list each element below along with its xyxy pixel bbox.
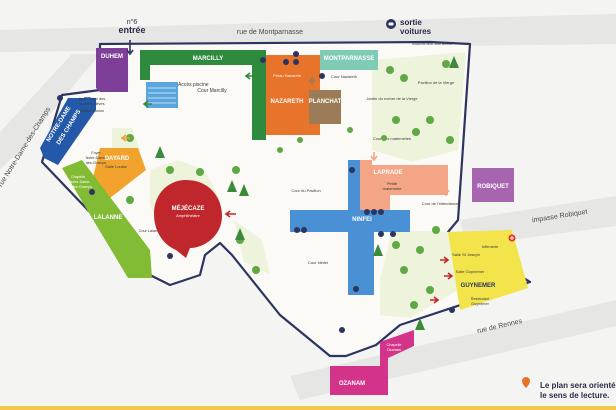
label-cour-pavillon: Cour du Pavillon — [291, 188, 320, 193]
building-planchat-label: PLANCHAT — [309, 99, 342, 105]
label-salle-st-joseph: Salle St Joseph — [452, 252, 480, 257]
label-cour-marcilly: Cour Marcilly — [197, 88, 227, 94]
label-foyer-2: Notre-Dame- — [86, 156, 108, 160]
label-chapelle-1: Chapelle — [71, 175, 85, 179]
label-chapelle-ozanam-1: Chapelle — [387, 343, 402, 347]
building-duhem[interactable] — [96, 48, 128, 92]
orientation-note-line1: Le plan sera orienté s — [540, 381, 616, 390]
label-pavillon-vierge: Pavillon de la Vierge — [418, 80, 455, 85]
label-preau-nazareth: Préau Nazareth — [273, 73, 301, 78]
label-salles-reunion: Salles réunion — [80, 109, 104, 113]
label-foyer-3: des-Champs — [86, 161, 107, 165]
exit-car-icon-body — [388, 22, 394, 26]
building-lalanne-label: LALANNE — [94, 215, 123, 221]
street-label-montparnasse: rue de Montparnasse — [237, 29, 303, 36]
building-notre-dame-des-champs[interactable] — [40, 98, 96, 165]
building-marcilly-label: MARCILLY — [193, 56, 223, 62]
building-marcilly-wing-west — [140, 50, 150, 80]
building-planchat[interactable] — [309, 90, 341, 124]
building-mejecaze-label: MÉJÉCAZE — [172, 204, 205, 212]
building-ninfei-label: NINFEI — [352, 217, 372, 223]
entrance-label[interactable]: entrée — [118, 25, 145, 35]
conifer-trees — [155, 56, 459, 330]
label-cour-lalanne: Cour Lalanne — [139, 229, 162, 233]
building-duhem-label: DUHEM — [101, 54, 123, 60]
label-cour-intendance: Cour de l'intendance — [422, 201, 459, 206]
infirmary-cross — [510, 236, 514, 240]
label-cour-nazareth: Cour Nazareth — [331, 74, 357, 79]
label-jardin-rocher: Jardin du rocher de la Vierge — [366, 96, 418, 101]
building-dayard[interactable] — [92, 148, 146, 198]
location-pin-icon — [522, 377, 530, 388]
exit-label-2[interactable]: voitures — [400, 27, 432, 36]
trees — [126, 60, 454, 309]
label-salle-louise: Salle Louise — [105, 164, 128, 169]
building-laprade[interactable] — [348, 160, 448, 215]
label-chapelle-3: des-Champs — [72, 185, 93, 189]
building-mejecaze[interactable] — [154, 180, 222, 258]
building-lalanne[interactable] — [62, 160, 152, 278]
label-mouvement: Mouvement aux ainés — [412, 41, 451, 46]
label-salle-guynemer: Salle Guynemer — [456, 269, 485, 274]
building-robiquet[interactable] — [472, 168, 514, 202]
label-restaurant-2: Guynemer — [471, 302, 489, 306]
building-marcilly-wing-east — [252, 50, 266, 140]
pool-waves — [148, 87, 176, 104]
building-guynemer[interactable] — [448, 230, 528, 310]
building-montparnasse-label: MONTPARNASSE — [324, 56, 375, 62]
info-icons — [57, 51, 455, 333]
label-chapelle-2: Notre-Dame- — [70, 180, 92, 184]
building-ozanam-label: OZANAM — [339, 381, 365, 387]
building-laprade-label: LAPRADE — [373, 170, 402, 176]
label-amphitheatre: Amphithéâtre — [176, 213, 201, 218]
label-association-2: anciens élèves — [79, 102, 104, 106]
exit-label-1[interactable]: sortie — [400, 18, 422, 27]
label-infirmerie: Infirmerie — [482, 244, 499, 249]
building-marcilly[interactable] — [140, 50, 266, 65]
entrance-number: n°6 — [127, 18, 138, 26]
building-dayard-label: DAYARD — [105, 156, 130, 162]
street-notre-dame-des-champs — [0, 54, 100, 170]
building-guynemer-label: GUYNEMER — [461, 283, 496, 289]
direction-arrows — [81, 40, 454, 304]
building-robiquet-label: ROBIQUET — [477, 184, 509, 190]
label-cour-ninfei: Cour Ninfei — [308, 260, 328, 265]
label-petite-maternelle-2: maternelle — [383, 186, 402, 191]
label-acces-piscine: Accès piscine — [178, 82, 209, 88]
building-ozanam[interactable] — [330, 330, 414, 395]
label-association-1: Association des — [79, 97, 106, 101]
building-nazareth-label: NAZARETH — [271, 99, 304, 105]
label-petite-maternelle-1: Petite — [387, 181, 398, 186]
building-montparnasse[interactable] — [320, 50, 378, 70]
label-restaurant-1: Restaurant — [471, 297, 491, 301]
label-cour-maternelles: Cour des maternelles — [373, 136, 411, 141]
bottom-accent-line — [0, 406, 616, 410]
orientation-note-line2: le sens de lecture. — [540, 391, 609, 400]
label-foyer-1: Foyer — [91, 151, 101, 155]
building-ninfei[interactable] — [290, 160, 410, 295]
label-chapelle-ozanam-2: Ozanam — [387, 348, 401, 352]
